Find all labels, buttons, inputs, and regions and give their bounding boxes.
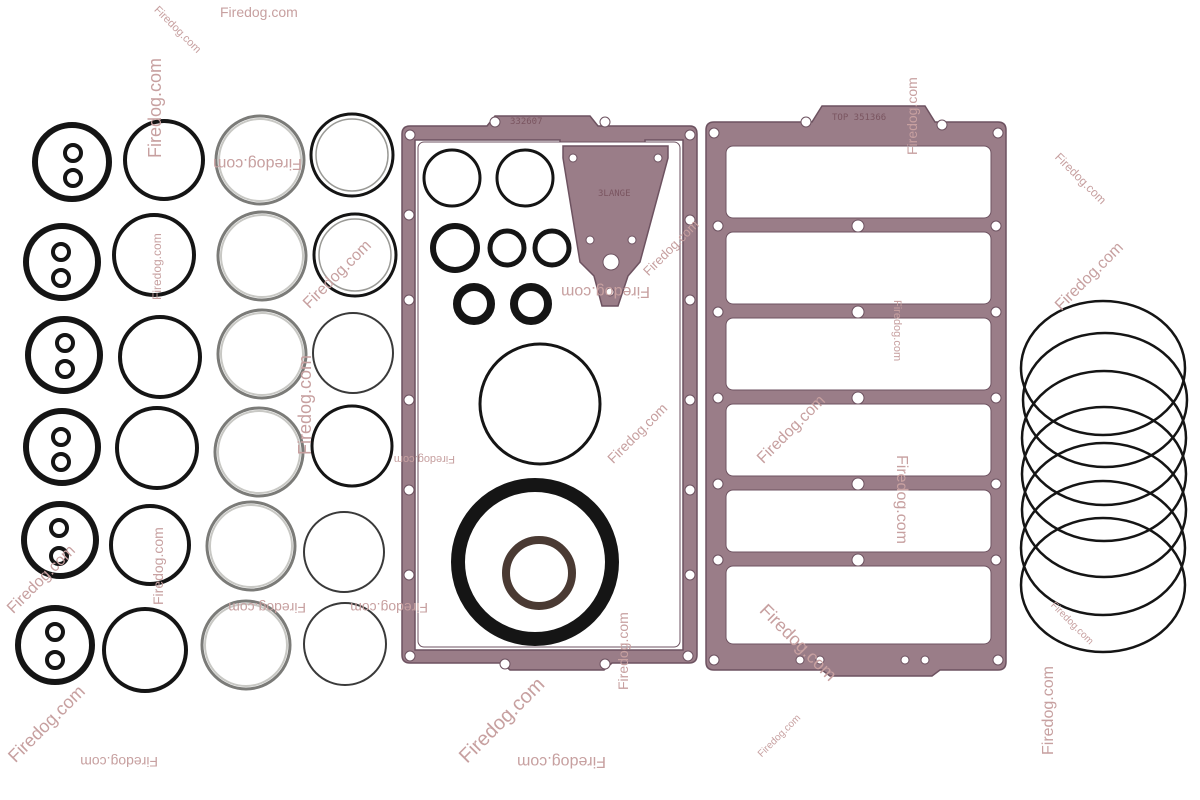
top-plate <box>562 145 669 307</box>
gasket-part-label-2: TOP 351366 <box>832 113 886 123</box>
right-gasket-sheet: TOP 351366 <box>705 105 1007 677</box>
ring-grid <box>15 112 398 693</box>
plate-label: 3LANGE <box>598 189 631 199</box>
gasket-part-label-1: 332607 <box>510 117 543 127</box>
gasket-orings <box>422 148 619 646</box>
left-gasket-sheet: 3LANGE 332607 <box>401 115 698 671</box>
oring-stack <box>1019 299 1189 654</box>
